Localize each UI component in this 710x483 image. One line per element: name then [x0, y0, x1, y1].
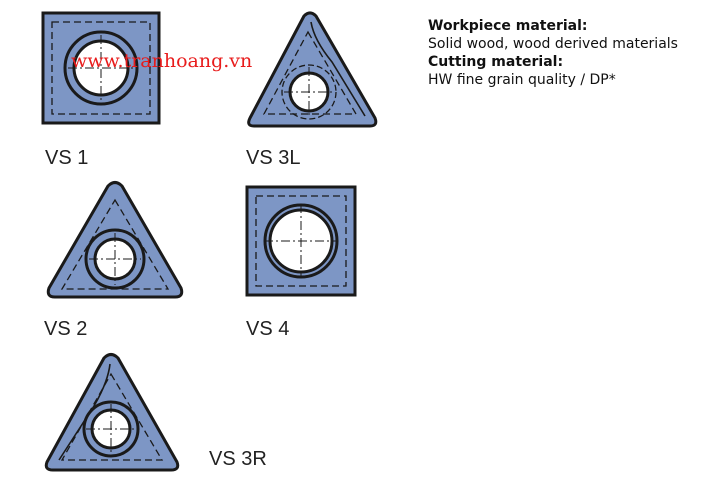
cutting-edge-outline — [255, 195, 347, 287]
watermark: www.tranhoang.vn — [71, 50, 253, 72]
chip-breaker-edge — [310, 21, 366, 117]
label-vs2: VS 2 — [44, 318, 88, 340]
cutting-value: HW fine grain quality / DP* — [428, 72, 616, 88]
label-vs4: VS 4 — [246, 318, 290, 340]
vs1-insert-drawing — [41, 11, 161, 125]
workpiece-heading: Workpiece material: — [428, 18, 588, 34]
vs4-insert-drawing — [245, 185, 357, 297]
vs2-insert-drawing — [46, 181, 184, 299]
label-vs3r: VS 3R — [209, 448, 267, 470]
label-vs3l: VS 3L — [246, 147, 301, 169]
cutting-heading: Cutting material: — [428, 54, 564, 70]
workpiece-value: Solid wood, wood derived materials — [428, 36, 678, 52]
vs3r-insert-drawing — [44, 353, 180, 472]
cutting-edge-outline — [51, 21, 151, 115]
cutting-edge-outline — [262, 30, 358, 115]
chip-breaker-edge — [58, 363, 111, 461]
insert-body — [247, 11, 378, 128]
vs3l-insert-drawing — [247, 11, 378, 128]
material-info: Workpiece material: Solid wood, wood der… — [428, 17, 678, 89]
hole-outline — [281, 64, 337, 120]
label-vs1: VS 1 — [45, 147, 89, 169]
